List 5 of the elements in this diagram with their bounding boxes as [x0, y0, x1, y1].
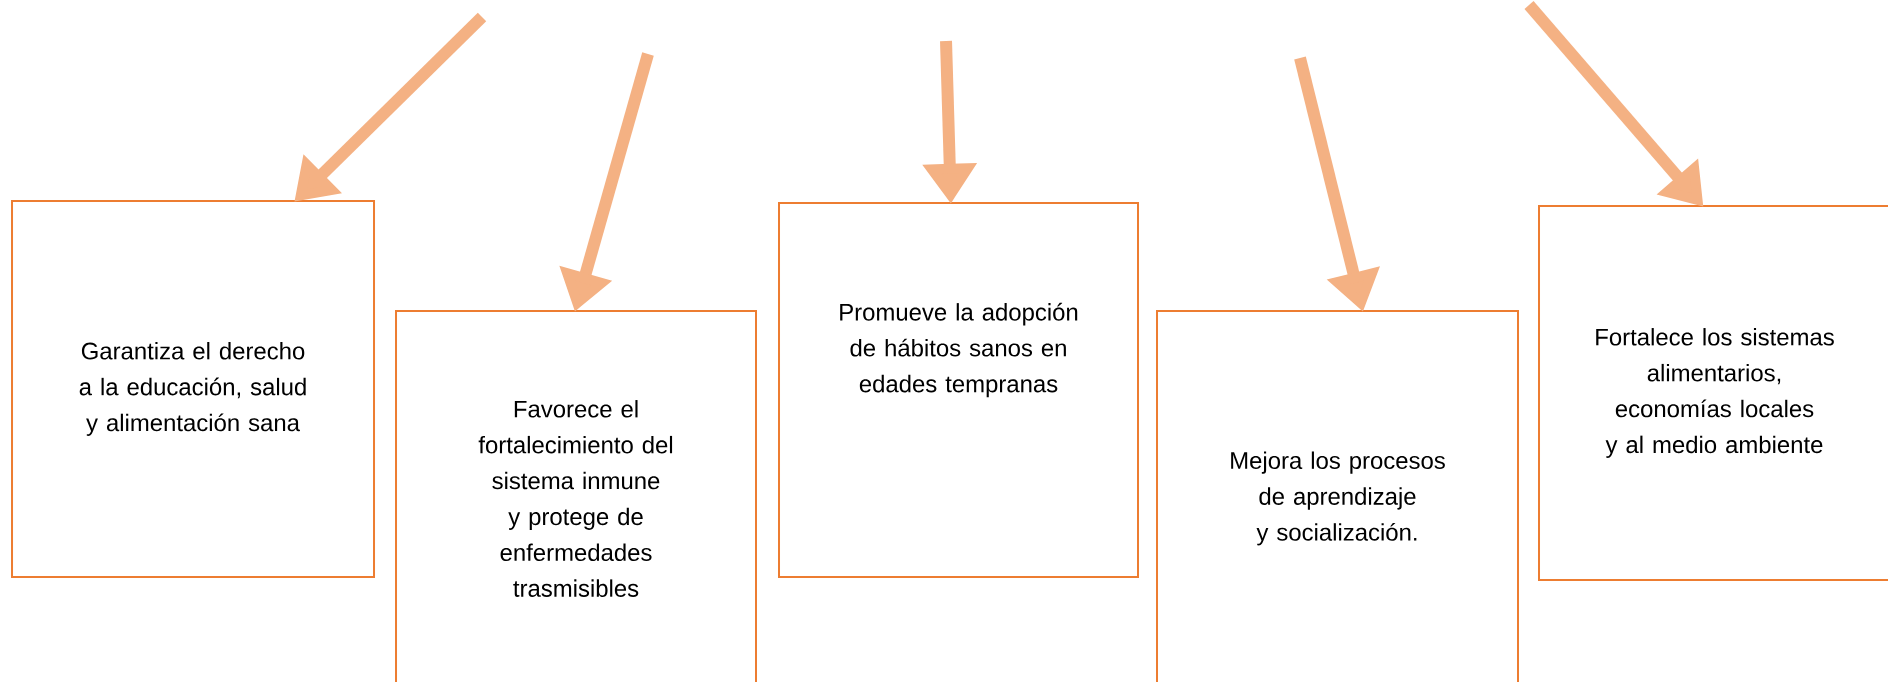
- text-box: Favorece el fortalecimiento del sistema inmune y protege de enfermedades trasmisibles: [395, 310, 757, 682]
- text-box: Garantiza el derecho a la educación, salud y alimentación sana: [11, 200, 375, 578]
- text-box: Promueve la adopción de hábitos sanos en edades tempranas: [778, 202, 1139, 578]
- text-box: Mejora los procesos de aprendizaje y socialización.: [1156, 310, 1519, 682]
- text-box: Fortalece los sistemas alimentarios, economías locales y al medio ambiente: [1538, 205, 1888, 581]
